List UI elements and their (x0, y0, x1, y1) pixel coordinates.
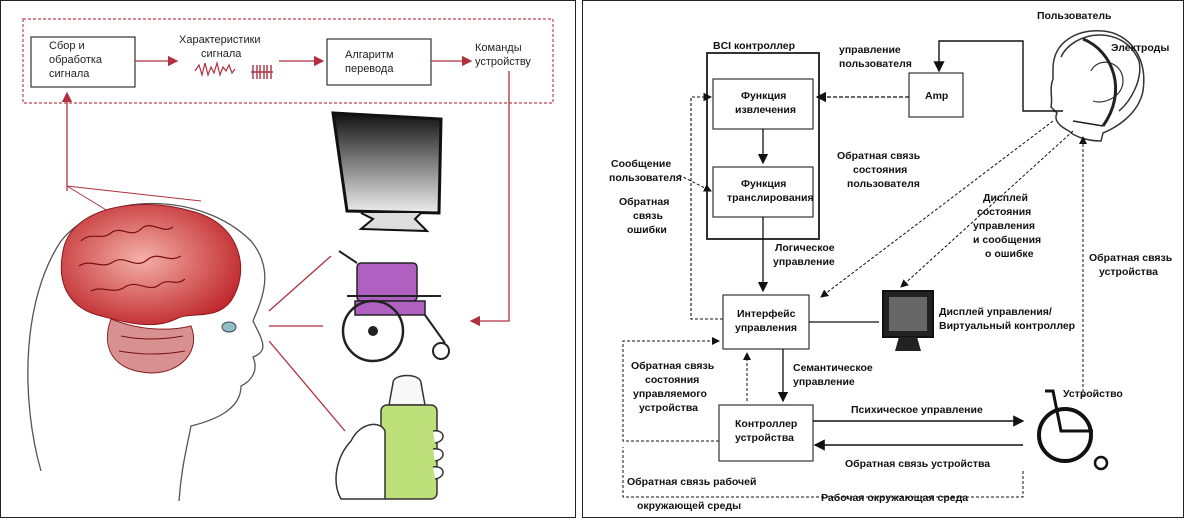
svg-text:Сообщение: Сообщение (611, 158, 671, 170)
svg-text:Amp: Amp (925, 90, 948, 102)
svg-text:Логическое: Логическое (775, 242, 835, 254)
semantic-control-label: Семантическое управление (793, 362, 873, 388)
user-label: Пользователь (1037, 10, 1112, 22)
signal-acquisition-box: Сбор и обработка сигнала (30, 36, 136, 88)
svg-text:перевода: перевода (345, 63, 394, 75)
user-control-label: управление пользователя (839, 44, 912, 70)
svg-text:Обратная связь: Обратная связь (837, 150, 921, 162)
svg-text:Команды: Команды (475, 42, 522, 54)
svg-text:устройства: устройства (1099, 266, 1158, 278)
svg-text:управляемого: управляемого (633, 388, 707, 400)
bci-architecture-diagram: Пользователь Электроды BCI контроллер Фу… (609, 10, 1173, 512)
device-label: Устройство (1063, 388, 1123, 400)
svg-text:сигнала: сигнала (201, 48, 242, 60)
svg-text:управление: управление (773, 256, 835, 268)
logical-control-label: Логическое управление (773, 242, 835, 268)
control-interface-box: Интерфейс управления (722, 294, 810, 350)
physical-control-label: Психическое управление (851, 404, 983, 416)
display-monitor-icon (882, 290, 934, 351)
bci-architecture-panel: Пользователь Электроды BCI контроллер Фу… (582, 0, 1184, 518)
svg-text:пользователя: пользователя (847, 178, 920, 190)
display-controller-label: Дисплей управления/ Виртуальный контролл… (939, 306, 1075, 332)
user-message-label: Сообщение пользователя (609, 158, 682, 184)
env-feedback-label: Обратная связь рабочей окружающей среды (627, 476, 756, 512)
svg-text:ошибки: ошибки (627, 224, 667, 236)
user-state-feedback-label: Обратная связь состояния пользователя (837, 150, 921, 190)
svg-text:пользователя: пользователя (839, 58, 912, 70)
device-feedback-bottom-label: Обратная связь устройства (845, 458, 990, 470)
svg-text:Сбор и: Сбор и (49, 40, 85, 52)
svg-text:управление: управление (839, 44, 901, 56)
svg-text:управление: управление (793, 376, 855, 388)
svg-text:Контроллер: Контроллер (735, 418, 797, 430)
work-env-label: Рабочая окружающая среда (821, 492, 968, 504)
svg-text:окружающей среды: окружающей среды (637, 500, 741, 512)
translation-algorithm-box: Алгаритм перевода (326, 38, 432, 86)
svg-text:устройству: устройству (475, 56, 531, 68)
svg-text:устройства: устройства (735, 432, 794, 444)
svg-text:состояния: состояния (977, 206, 1031, 218)
svg-text:обработка: обработка (49, 54, 103, 66)
feature-extraction-box: Функция извлечения (712, 78, 814, 130)
error-feedback-label: Обратная связь ошибки (619, 196, 669, 236)
signal-features-label: Характеристики сигнала (179, 34, 261, 60)
svg-text:Обратная связь: Обратная связь (631, 360, 715, 372)
svg-text:Характеристики: Характеристики (179, 34, 261, 46)
electrodes-icon (1072, 37, 1118, 127)
svg-text:управления: управления (735, 322, 797, 334)
svg-text:устройства: устройства (639, 402, 698, 414)
wheelchair-icon (338, 250, 450, 363)
svg-text:о ошибке: о ошибке (985, 248, 1034, 260)
brain-icon (60, 204, 242, 374)
svg-text:Семантическое: Семантическое (793, 362, 873, 374)
bci-controller-label: BCI контроллер (713, 40, 795, 52)
svg-text:и сообщения: и сообщения (973, 234, 1041, 246)
spike-train-icon (251, 65, 273, 79)
eye-icon (221, 321, 237, 333)
svg-text:Обратная связь рабочей: Обратная связь рабочей (627, 476, 756, 488)
hand-bottle-icon (335, 374, 444, 500)
svg-text:Виртуальный контроллер: Виртуальный контроллер (939, 320, 1075, 332)
svg-text:Алгаритм: Алгаритм (345, 49, 394, 61)
svg-text:извлечения: извлечения (735, 104, 796, 116)
feature-translation-box: Функция транслирования (712, 166, 814, 218)
process-frame (22, 18, 554, 104)
svg-text:состояния: состояния (645, 374, 699, 386)
head-outline (27, 202, 266, 502)
svg-text:транслирования: транслирования (727, 192, 814, 204)
svg-text:Дисплей: Дисплей (983, 192, 1028, 204)
device-wheelchair-icon (1037, 389, 1109, 471)
svg-text:состояния: состояния (853, 164, 907, 176)
signal-waveform-icon (194, 60, 236, 78)
bci-overview-diagram: Сбор и обработка сигнала Характеристики … (22, 18, 554, 502)
svg-text:пользователя: пользователя (609, 172, 682, 184)
svg-text:Обратная связь: Обратная связь (1089, 252, 1173, 264)
svg-text:Интерфейс: Интерфейс (737, 308, 796, 320)
bci-overview-panel: Сбор и обработка сигнала Характеристики … (0, 0, 576, 518)
device-controller-box: Контроллер устройства (718, 404, 814, 462)
svg-text:связь: связь (633, 210, 664, 222)
amp-box: Amp (908, 72, 964, 118)
monitor-icon (331, 111, 443, 233)
svg-text:Функция: Функция (741, 90, 786, 102)
svg-text:Дисплей управления/: Дисплей управления/ (939, 306, 1052, 318)
electrodes-label: Электроды (1111, 42, 1169, 54)
svg-text:сигнала: сигнала (49, 68, 90, 80)
svg-text:Функция: Функция (741, 178, 786, 190)
user-head-icon (1050, 30, 1145, 142)
controlled-device-feedback-label: Обратная связь состояния управляемого ус… (631, 360, 715, 414)
svg-text:Обратная: Обратная (619, 196, 669, 208)
svg-text:управления: управления (973, 220, 1035, 232)
display-state-label: Дисплей состояния управления и сообщения… (973, 192, 1041, 260)
device-feedback-right-label: Обратная связь устройства (1089, 252, 1173, 278)
device-commands-label: Команды устройству (475, 42, 531, 68)
